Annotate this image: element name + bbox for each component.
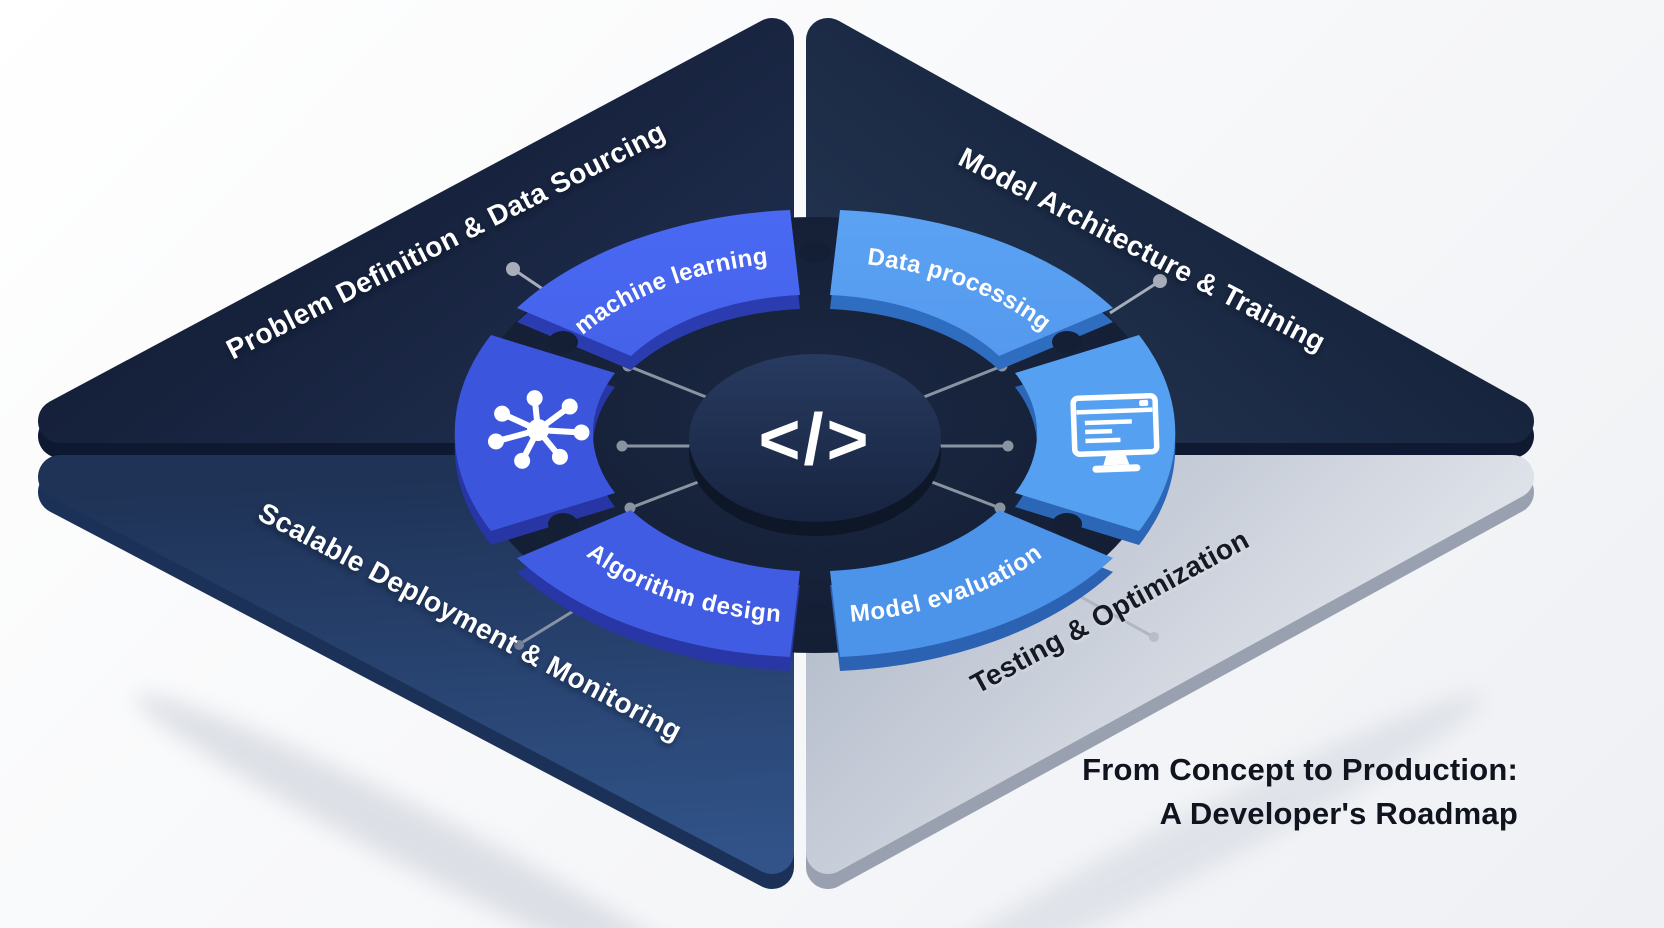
main-title-line1: From Concept to Production: [1082,752,1518,787]
spoke-dot-se [994,502,1006,514]
spoke-line-se [923,477,1001,510]
connector-line-top-right [1109,279,1161,315]
shadow-bottom-left [135,693,725,928]
connector-dot-top-right [1153,274,1167,288]
center-disc-top [689,354,941,522]
main-title: From Concept to Production: A Developer'… [1082,748,1518,836]
connector-line-bottom-left [522,608,576,644]
spoke-dot-east [1002,440,1014,452]
connector-dot-bottom-right [1149,632,1159,642]
ring-segment-algorithm-design [517,510,800,657]
spoke-line-nw [627,364,707,399]
connector-dot-bottom-left [514,640,524,650]
connector-line-bottom-right [1071,590,1151,637]
ground-shadows [135,693,1485,928]
notch-upper-left [548,331,578,353]
spoke-line-sw [629,477,707,510]
network-hub-icon [487,390,590,469]
spoke-line-ne [923,364,1003,399]
ring-segment-machine-learning [517,210,800,356]
notch-bottom [799,603,831,625]
ring-segment-data-processing [830,210,1113,356]
code-icon: </> [758,400,871,480]
ring-notches [548,241,1082,625]
monitor-window-icon [1070,393,1160,473]
notch-lower-left [548,513,578,535]
spoke-dot-west [616,440,628,452]
ring-segment-model-evaluation [830,510,1113,657]
notch-lower-right [1052,513,1082,535]
main-title-line2: A Developer's Roadmap [1159,796,1518,832]
notch-upper-right [1052,331,1082,353]
notch-top [799,241,831,263]
spoke-dot-sw [624,502,636,514]
connector-dot-top-left [506,262,520,276]
shadow-bottom-right [895,693,1485,928]
center-disc: </> [689,354,941,536]
